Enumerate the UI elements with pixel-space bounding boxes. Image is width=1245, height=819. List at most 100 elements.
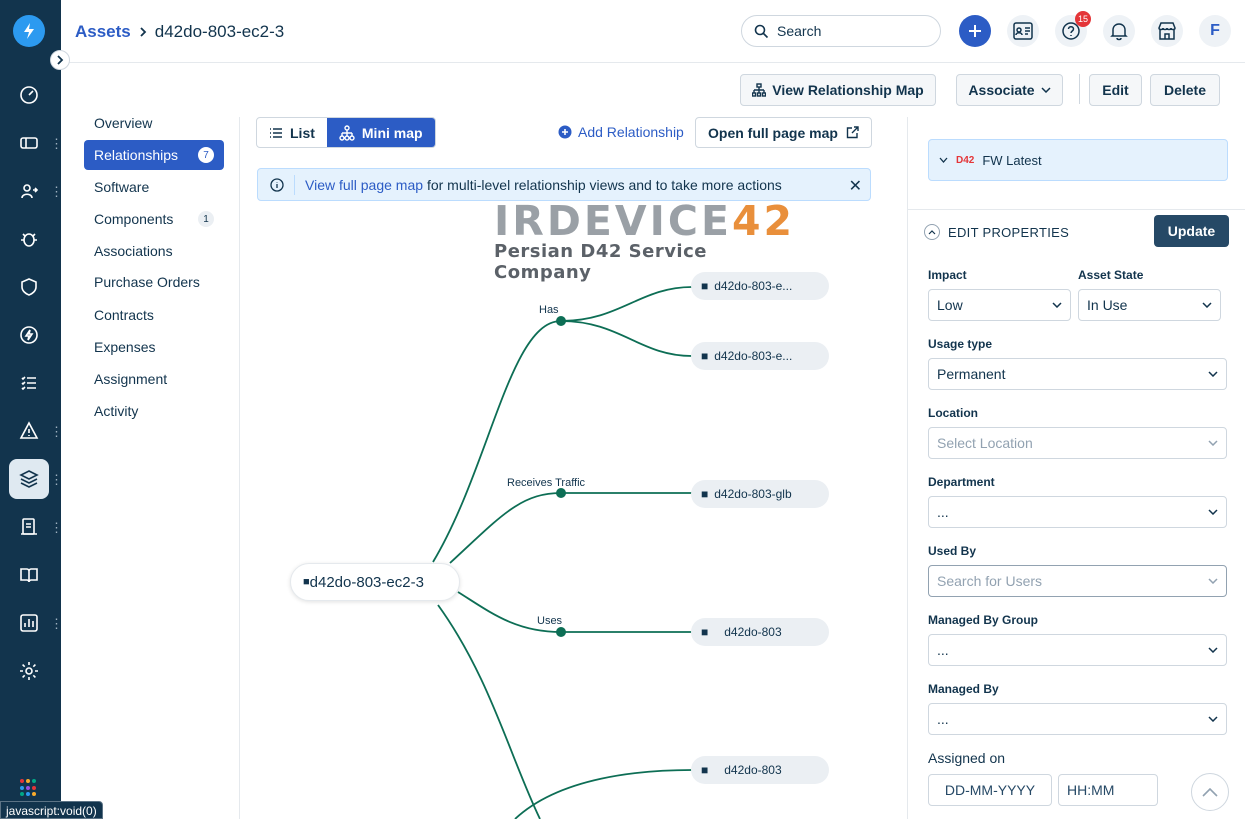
edit-properties-toggle[interactable]: EDIT PROPERTIES [924, 224, 1069, 240]
tickets-icon[interactable] [9, 123, 49, 163]
lightning-icon[interactable] [9, 315, 49, 355]
mini-map-view-button[interactable]: Mini map [326, 118, 435, 147]
root-asset-name: d42do-803-ec2-3 [309, 573, 424, 591]
store-icon[interactable] [1151, 15, 1183, 47]
list-view-button[interactable]: List [257, 118, 327, 147]
expand-rail-chevron-icon[interactable] [50, 50, 70, 70]
alert-icon[interactable] [9, 411, 49, 451]
top-header: Assets d42do-803-ec2-3 Search 15 F [61, 0, 1245, 63]
view-relationship-map-button[interactable]: View Relationship Map [740, 74, 936, 106]
requester-card-icon[interactable] [1007, 15, 1039, 47]
breadcrumb-assets-link[interactable]: Assets [75, 22, 131, 41]
new-item-plus-icon[interactable] [959, 15, 991, 47]
search-icon [754, 24, 769, 38]
chevron-up-icon [1202, 787, 1218, 797]
location-select[interactable]: Select Location [928, 427, 1227, 459]
notification-count-badge: 15 [1075, 11, 1091, 27]
close-icon[interactable]: ✕ [848, 178, 862, 195]
usage-type-label: Usage type [928, 337, 993, 351]
asset-state-select[interactable]: In Use [1078, 289, 1221, 321]
usage-type-select[interactable]: Permanent [928, 358, 1227, 390]
nav-item-label: Purchase Orders [94, 274, 200, 290]
asset-cube-icon: ■ [303, 576, 310, 588]
freshservice-logo-icon[interactable] [13, 15, 45, 47]
related-asset-node[interactable]: ■ d42do-803-e... [691, 272, 829, 300]
related-asset-node[interactable]: ■d42do-803-glb [691, 480, 829, 508]
settings-gear-icon[interactable] [9, 651, 49, 691]
problems-bug-icon[interactable] [9, 219, 49, 259]
help-question-icon[interactable]: 15 [1055, 11, 1091, 47]
delete-button[interactable]: Delete [1150, 74, 1220, 106]
department-select[interactable]: ... [928, 496, 1227, 528]
changes-more-icon[interactable]: ⋮ [50, 184, 63, 199]
chevron-down-icon [1208, 440, 1218, 446]
nav-item-purchase-orders[interactable]: Purchase Orders [84, 267, 224, 297]
related-asset-name: d42do-803-e... [714, 349, 793, 363]
assigned-date-input[interactable]: DD-MM-YYYY [928, 774, 1052, 806]
open-full-page-map-label: Open full page map [708, 124, 838, 141]
add-relationship-link[interactable]: Add Relationship [558, 124, 684, 140]
edit-button[interactable]: Edit [1089, 74, 1142, 106]
search-input[interactable]: Search [741, 15, 941, 47]
assets-more-icon[interactable]: ⋮ [50, 472, 63, 487]
associate-dropdown-button[interactable]: Associate [956, 74, 1063, 106]
nav-item-label: Software [94, 179, 150, 195]
related-asset-node[interactable]: ■d42do-803 [691, 618, 829, 646]
nav-item-assignment[interactable]: Assignment [84, 364, 224, 394]
fw-latest-card[interactable]: D42 FW Latest [928, 139, 1228, 181]
related-asset-node[interactable]: ■d42do-803-e... [691, 342, 829, 370]
nav-item-overview[interactable]: Overview [84, 108, 224, 138]
related-asset-node[interactable]: ■d42do-803 [691, 756, 829, 784]
root-asset-node[interactable]: ■d42do-803-ec2-3 [290, 563, 460, 601]
relationships-panel: IRDEVICE42 Persian D42 Service Company L… [240, 117, 907, 819]
user-avatar[interactable]: F [1199, 15, 1231, 47]
nav-item-contracts[interactable]: Contracts [84, 300, 224, 330]
edge-root-has [432, 320, 562, 563]
releases-shield-icon[interactable] [9, 267, 49, 307]
left-rail: ⋮ ⋮ ⋮ ⋮ ⋮ ⋮ [0, 0, 63, 819]
nav-item-software[interactable]: Software [84, 172, 224, 202]
chevron-down-icon [1052, 302, 1062, 308]
app-switcher-icon[interactable] [20, 779, 38, 797]
edge-other-target [514, 769, 693, 819]
chevron-down-icon [1208, 647, 1218, 653]
managed-by-select[interactable]: ... [928, 703, 1227, 735]
asset-cube-icon: ■ [701, 763, 709, 777]
impact-select[interactable]: Low [928, 289, 1071, 321]
nav-item-associations[interactable]: Associations [84, 236, 224, 266]
watermark-title: IRDEVICE42 [494, 197, 796, 245]
asset-cube-icon: ■ [701, 279, 709, 293]
chevron-down-icon [1202, 302, 1212, 308]
chevron-up-icon [924, 224, 940, 240]
assigned-time-input[interactable]: HH:MM [1058, 774, 1158, 806]
assets-layers-icon[interactable] [9, 459, 49, 499]
reports-chart-icon[interactable] [9, 603, 49, 643]
nav-item-label: Expenses [94, 339, 156, 355]
nav-item-activity[interactable]: Activity [84, 396, 224, 426]
info-divider [294, 174, 295, 195]
used-by-select[interactable]: Search for Users [928, 565, 1227, 597]
tickets-more-icon[interactable]: ⋮ [50, 136, 63, 151]
contracts-doc-icon[interactable] [9, 507, 49, 547]
changes-icon[interactable] [9, 171, 49, 211]
contracts-more-icon[interactable]: ⋮ [50, 520, 63, 535]
dashboard-icon[interactable] [9, 75, 49, 115]
asset-cube-icon: ■ [701, 625, 709, 639]
nav-item-expenses[interactable]: Expenses [84, 332, 224, 362]
update-button[interactable]: Update [1154, 215, 1229, 247]
reports-more-icon[interactable]: ⋮ [50, 616, 63, 631]
managed-by-group-select[interactable]: ... [928, 634, 1227, 666]
view-full-page-map-link[interactable]: View full page map [305, 176, 424, 193]
view-toggle: List Mini map [256, 117, 436, 148]
solutions-book-icon[interactable] [9, 555, 49, 595]
relation-label-has: Has [539, 304, 559, 316]
scroll-to-top-button[interactable] [1191, 773, 1229, 811]
tasks-list-icon[interactable] [9, 363, 49, 403]
notifications-bell-icon[interactable] [1103, 15, 1135, 47]
alert-more-icon[interactable]: ⋮ [50, 424, 63, 439]
open-full-page-map-button[interactable]: Open full page map [695, 117, 872, 148]
related-asset-name: d42do-803-e... [714, 279, 793, 293]
hierarchy-icon [752, 83, 767, 97]
